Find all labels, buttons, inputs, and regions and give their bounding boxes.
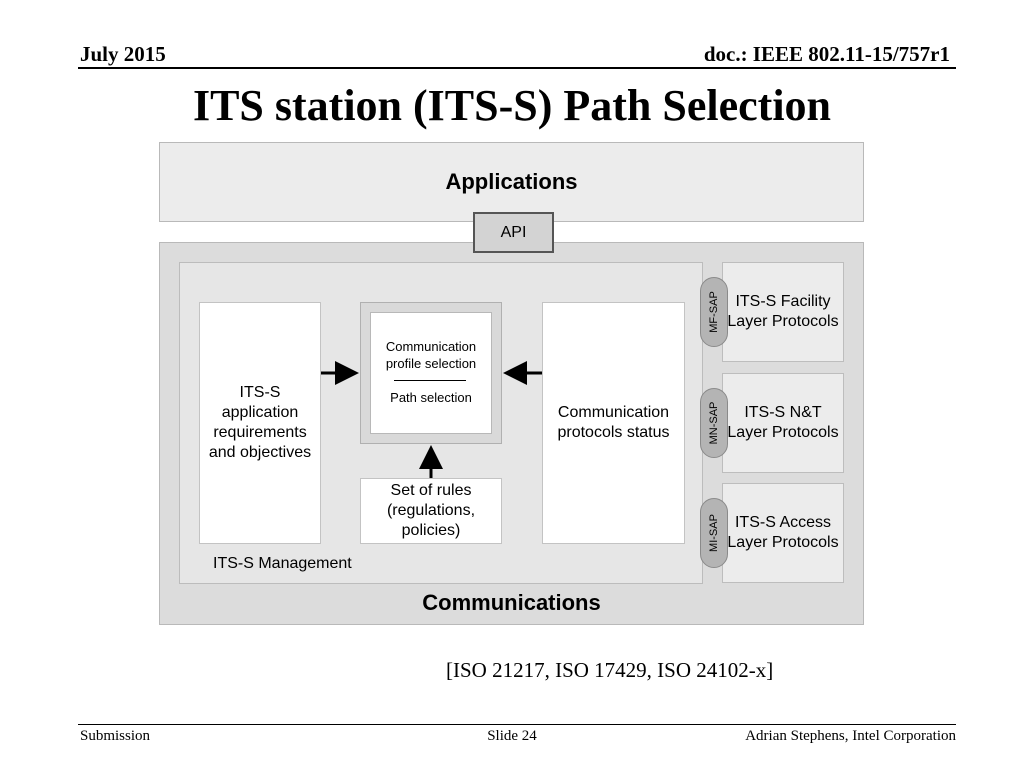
mi-sap-label: MI-SAP <box>708 514 720 552</box>
rules-label: Set of rules (regulations, policies) <box>386 482 476 539</box>
requirements-box: ITS-S application requirements and objec… <box>199 302 321 544</box>
applications-label: Applications <box>445 169 578 194</box>
selection-divider <box>394 380 466 381</box>
path-selection-label: Path selection <box>390 390 472 405</box>
mf-sap-connector: MF-SAP <box>700 277 728 347</box>
facility-layer-box: ITS-S Facility Layer Protocols <box>722 262 844 362</box>
footer-slide-number: Slide 24 <box>487 728 537 744</box>
mn-sap-label: MN-SAP <box>708 401 720 445</box>
communications-label: Communications <box>422 590 601 615</box>
facility-layer-label: ITS-S Facility Layer Protocols <box>727 293 839 330</box>
mi-sap-connector: MI-SAP <box>700 498 728 568</box>
profile-selection-label: Communication profile selection <box>385 339 477 371</box>
access-layer-box: ITS-S Access Layer Protocols <box>722 483 844 583</box>
protocol-status-label: Communication protocols status <box>557 404 670 441</box>
nt-layer-label: ITS-S N&T Layer Protocols <box>727 404 839 441</box>
footer-divider <box>78 724 956 725</box>
mf-sap-label: MF-SAP <box>708 291 720 333</box>
protocol-status-box: Communication protocols status <box>542 302 685 544</box>
management-label: ITS-S Management <box>213 555 352 572</box>
access-layer-label: ITS-S Access Layer Protocols <box>727 514 839 551</box>
path-selection-box <box>370 312 492 434</box>
slide-title: ITS station (ITS-S) Path Selection <box>192 81 832 130</box>
iso-reference: [ISO 21217, ISO 17429, ISO 24102-x] <box>446 658 774 682</box>
mn-sap-connector: MN-SAP <box>700 388 728 458</box>
rules-box: Set of rules (regulations, policies) <box>360 478 502 544</box>
applications-box <box>159 142 864 222</box>
api-box: API <box>473 212 554 253</box>
footer-submission: Submission <box>80 728 151 744</box>
requirements-label: ITS-S application requirements and objec… <box>208 384 312 461</box>
header-date: July 2015 <box>80 42 166 66</box>
footer-author: Adrian Stephens, Intel Corporation <box>745 728 956 744</box>
header-doc-id: doc.: IEEE 802.11-15/757r1 <box>703 42 950 66</box>
nt-layer-box: ITS-S N&T Layer Protocols <box>722 373 844 473</box>
header-divider <box>78 67 956 69</box>
